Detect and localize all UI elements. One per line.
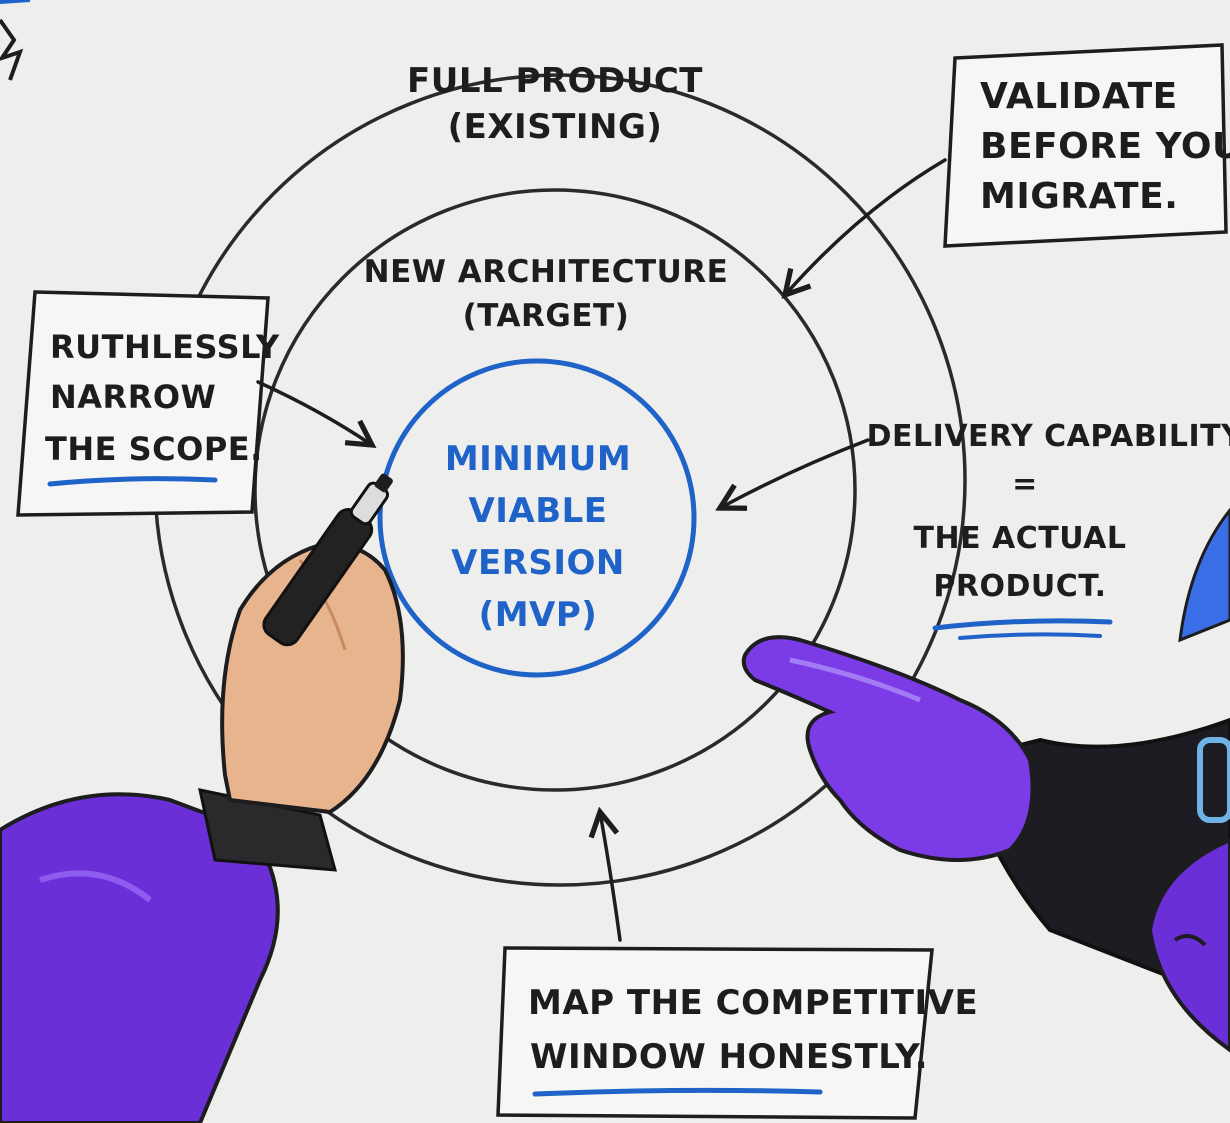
character-face: [1147, 837, 1230, 1053]
outer-ring-title: FULL PRODUCT: [407, 61, 703, 101]
arrow-validate-to-architecture: [785, 158, 947, 295]
note-narrow-line-3: THE SCOPE.: [45, 430, 263, 468]
arrow-delivery-to-mvp: [720, 438, 870, 508]
mvp-label: MINIMUM VIABLE VERSION (MVP): [445, 439, 631, 635]
note-validate-box: [943, 43, 1228, 248]
note-map: MAP THE COMPETITIVE WINDOW HONESTLY.: [496, 946, 978, 1120]
middle-ring-subtitle: (TARGET): [463, 298, 630, 334]
delivery-capability-label: DELIVERY CAPABILITY = THE ACTUAL PRODUCT…: [867, 419, 1230, 640]
outer-ring-label: FULL PRODUCT (EXISTING): [407, 61, 703, 147]
note-map-line-2: WINDOW HONESTLY.: [530, 1037, 928, 1077]
note-map-line-1: MAP THE COMPETITIVE: [528, 983, 978, 1023]
mvp-line-2: VIABLE: [468, 491, 607, 531]
purple-glove: [741, 635, 1035, 862]
character-hair: [1178, 507, 1230, 643]
note-map-underline: [532, 1087, 823, 1097]
mvp-line-1: MINIMUM: [445, 439, 631, 479]
note-narrow-box: [16, 290, 270, 517]
note-narrow-line-2: NARROW: [50, 378, 216, 416]
pointing-glove-illustration: [741, 507, 1230, 1053]
drawing-hand-illustration: [0, 473, 405, 1123]
glasses-icon: [1197, 737, 1230, 823]
middle-ring-title: NEW ARCHITECTURE: [364, 254, 729, 290]
star-doodle-icon: [0, 0, 31, 81]
mvp-line-4: (MVP): [479, 595, 598, 635]
note-validate-line-1: VALIDATE: [980, 76, 1178, 117]
delivery-line-3: THE ACTUAL: [914, 521, 1127, 556]
note-narrow-line-1: RUTHLESSLY: [50, 328, 280, 366]
middle-ring-label: NEW ARCHITECTURE (TARGET): [364, 254, 729, 334]
delivery-line-1: DELIVERY CAPABILITY: [867, 419, 1230, 454]
note-validate-line-2: BEFORE YOU: [980, 126, 1230, 167]
outer-ring-subtitle: (EXISTING): [448, 107, 663, 147]
arrow-narrow-to-mvp: [256, 380, 372, 445]
delivery-underline: [932, 618, 1113, 631]
delivery-line-4: PRODUCT.: [933, 569, 1106, 604]
note-validate: VALIDATE BEFORE YOU MIGRATE.: [943, 43, 1230, 248]
note-map-box: [496, 946, 934, 1120]
hand-skin: [220, 542, 405, 815]
mvp-line-3: VERSION: [451, 543, 625, 583]
delivery-equals: =: [1012, 467, 1038, 502]
note-narrow: RUTHLESSLY NARROW THE SCOPE.: [16, 290, 280, 517]
note-narrow-underline: [47, 476, 218, 487]
mvp-core-ring: [377, 358, 697, 678]
note-validate-line-3: MIGRATE.: [980, 176, 1178, 217]
marker-pen-icon: [262, 473, 393, 647]
delivery-underline-2: [958, 632, 1102, 640]
arrow-map-to-architecture: [600, 812, 622, 942]
